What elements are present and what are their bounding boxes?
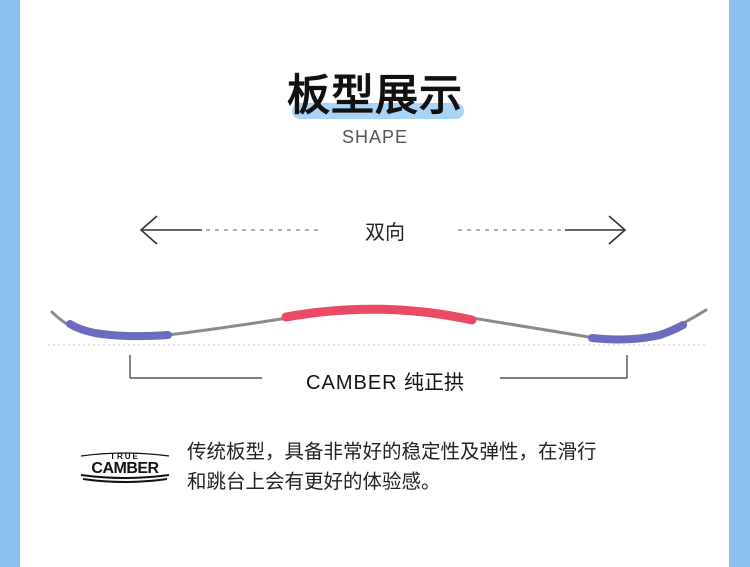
length-bracket [129,355,628,379]
left-arrow-icon [139,215,320,245]
description-line-2: 和跳台上会有更好的体验感。 [187,470,441,493]
camber-label-cn: 纯正拱 [403,370,464,394]
direction-label: 双向 [365,220,405,244]
right-arrow-icon [458,215,627,245]
board-tip-zone [66,320,172,341]
camber-label: CAMBER 纯正拱 [270,366,500,395]
left-side-bar [0,0,20,567]
description: 传统板型，具备非常好的稳定性及弹性，在滑行 和跳台上会有更好的体验感。 [187,437,707,497]
page-title: 板型展示 [287,71,463,121]
description-line-1: 传统板型，具备非常好的稳定性及弹性，在滑行 [187,440,597,463]
logo-top-text: TRUE [110,452,140,461]
logo-main-text: CAMBER [91,460,159,477]
true-camber-logo: TRUE CAMBER [80,452,170,483]
page-subtitle: SHAPE [341,127,409,147]
title-highlight [292,103,464,119]
board-tail-zone [588,321,687,344]
camber-label-en: CAMBER [306,372,398,394]
right-side-bar [729,0,750,567]
title-block: 板型展示 [0,68,750,124]
board-camber-zone [281,304,477,325]
